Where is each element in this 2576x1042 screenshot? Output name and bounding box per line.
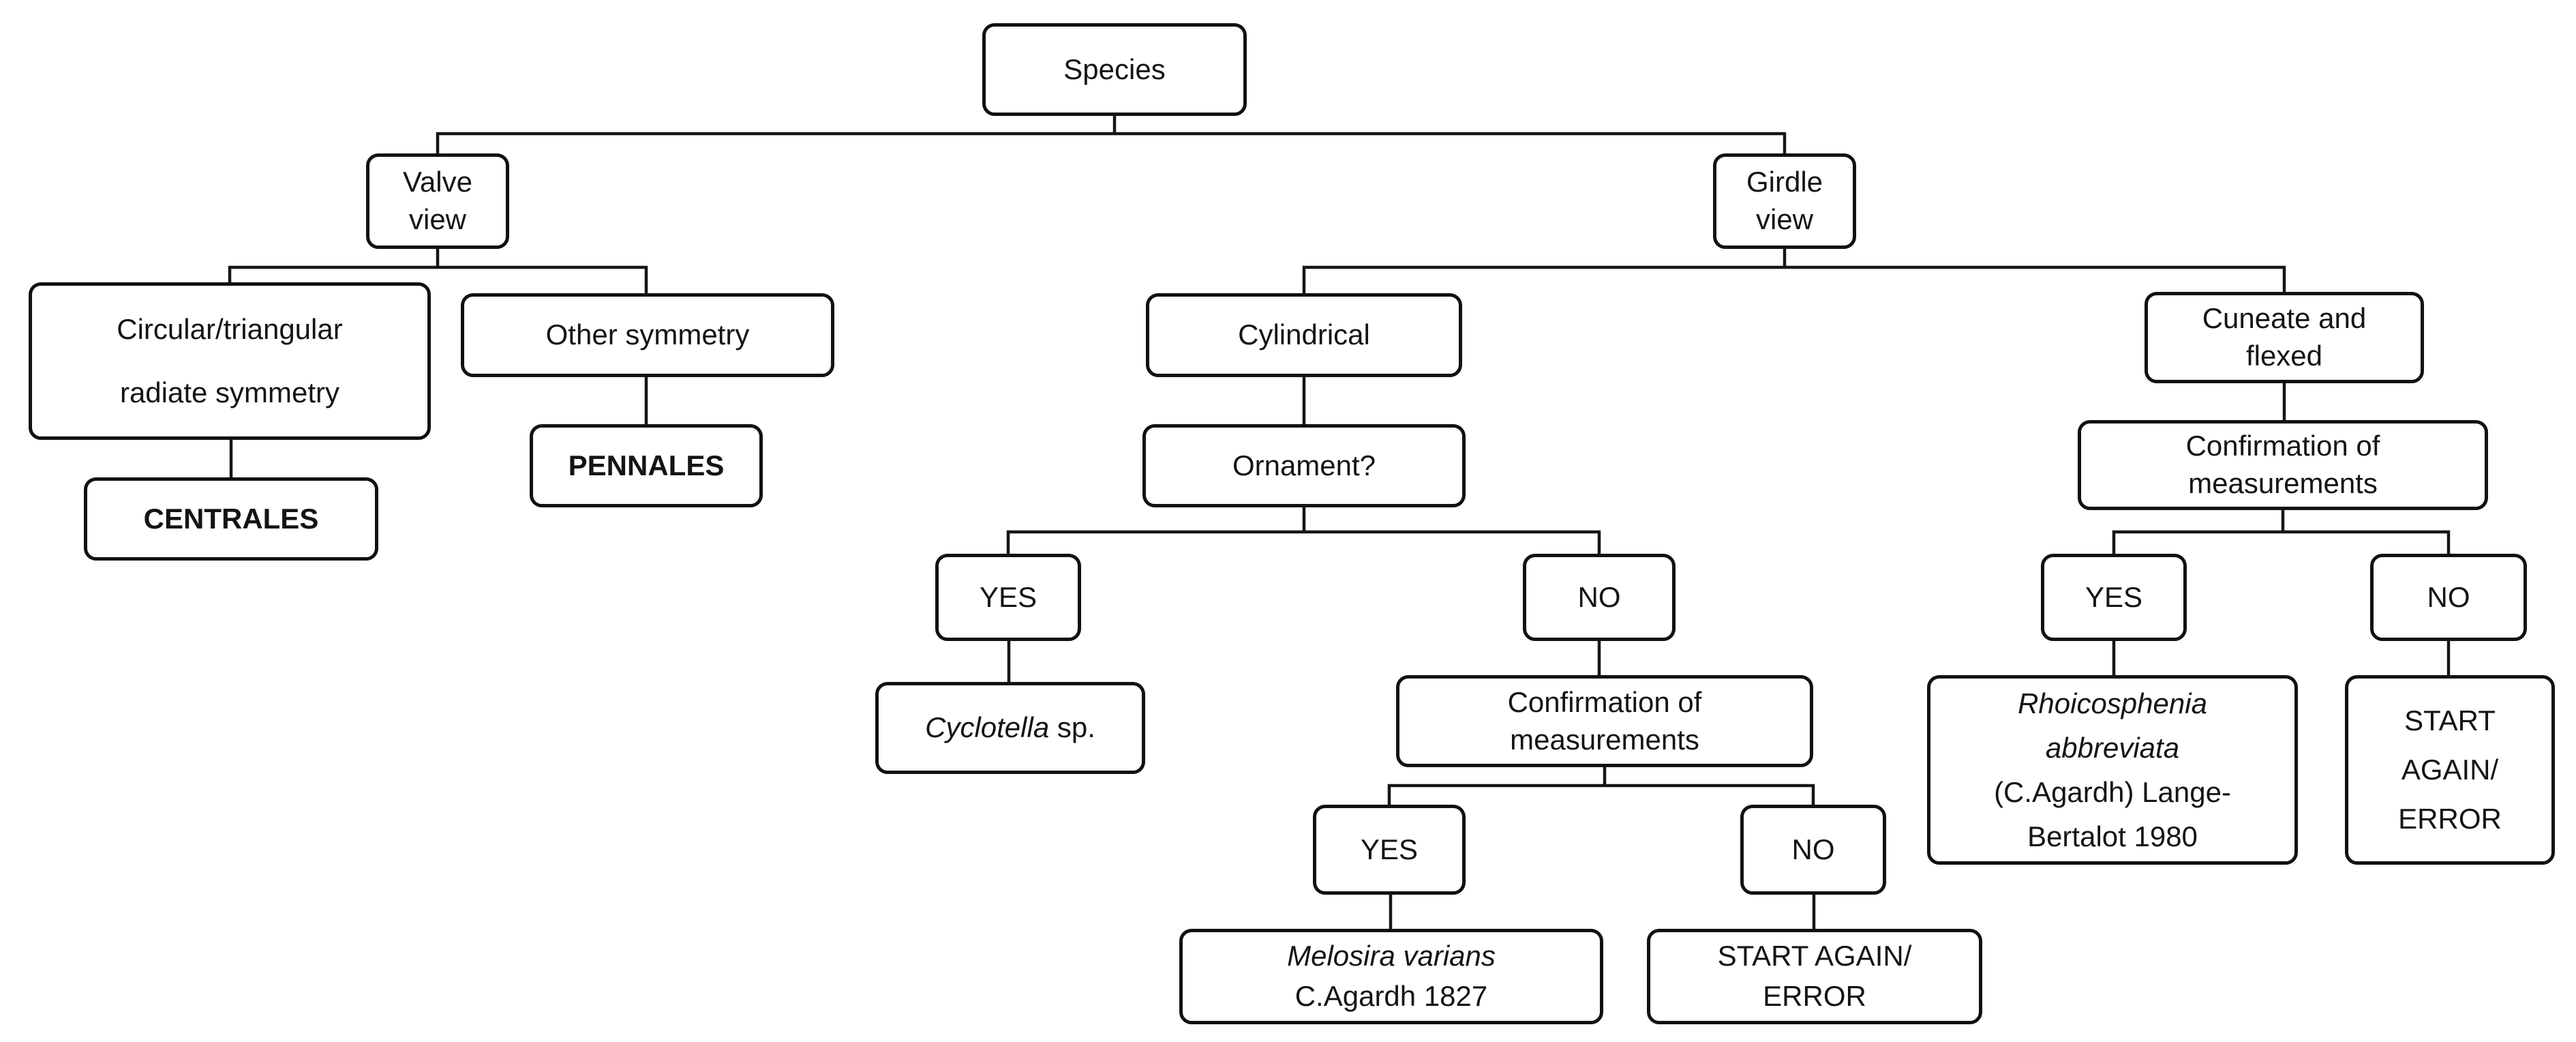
node-conf-right-line2: measurements [2188, 467, 2378, 499]
start-again-right-line1: START [2404, 704, 2496, 736]
node-ornament-label: Ornament? [1232, 449, 1376, 481]
melosira-authority: C.Agardh 1827 [1294, 980, 1488, 1012]
connector-ornament-to-yes-no [1006, 505, 1601, 556]
node-confirmation-of-measurements-mid: Confirmation of measurements [1396, 675, 1813, 767]
node-pennales-label: PENNALES [568, 449, 725, 481]
node-girdle-view-line2: view [1755, 203, 1814, 235]
node-melosira-varians: Melosira varians C.Agardh 1827 [1179, 929, 1603, 1024]
node-other-symmetry-label: Other symmetry [545, 318, 750, 351]
rhoicosphenia-authority-line1: (C.Agardh) Lange- [1994, 776, 2231, 808]
node-species-label: Species [1063, 53, 1166, 85]
node-centrales: CENTRALES [84, 477, 378, 561]
node-no-ornament-label: NO [1577, 580, 1621, 613]
node-yes-measurements-mid: YES [1313, 805, 1466, 895]
node-species: Species [982, 23, 1247, 116]
node-conf-right-line1: Confirmation of [2185, 430, 2380, 462]
node-valve-view-line1: Valve [403, 166, 472, 198]
melosira-binomial: Melosira varians [1287, 940, 1496, 972]
rhoicosphenia-species-epithet: abbreviata [2045, 731, 2180, 764]
node-valve-view-line2: view [408, 203, 467, 235]
node-no-right-label: NO [2427, 580, 2470, 613]
cyclotella-suffix: sp. [1049, 711, 1095, 744]
node-cuneate-line2: flexed [2245, 340, 2323, 372]
cyclotella-genus: Cyclotella [925, 711, 1050, 744]
rhoicosphenia-authority-line2: Bertalot 1980 [2027, 820, 2198, 853]
connector-confirmation-right-to-yes-no [2112, 508, 2451, 556]
connector-species-to-views [436, 114, 1787, 155]
node-other-symmetry: Other symmetry [461, 293, 834, 377]
node-yes-right-label: YES [2085, 580, 2143, 613]
node-no-measurements-right: NO [2370, 554, 2527, 641]
node-cyclotella-sp: Cyclotella sp. [875, 682, 1145, 774]
start-again-right-line3: ERROR [2398, 803, 2502, 835]
rhoicosphenia-genus: Rhoicosphenia [2018, 687, 2207, 719]
node-cylindrical-label: Cylindrical [1238, 318, 1370, 351]
connector-confirmation-mid-to-yes-no [1387, 765, 1815, 807]
node-yes-mid-label: YES [1360, 833, 1419, 865]
connector-girdle-to-children [1302, 247, 2286, 295]
node-yes-measurements-right: YES [2041, 554, 2187, 641]
node-yes-ornament-label: YES [979, 580, 1037, 613]
node-start-again-error-mid: START AGAIN/ ERROR [1647, 929, 1982, 1024]
node-yes-ornament: YES [935, 554, 1081, 641]
node-rhoicosphenia-abbreviata: Rhoicosphenia abbreviata (C.Agardh) Lang… [1927, 675, 2298, 865]
node-girdle-view: Girdle view [1713, 153, 1856, 249]
node-valve-view: Valve view [366, 153, 509, 249]
node-cylindrical: Cylindrical [1146, 293, 1462, 377]
node-ornament-question: Ornament? [1142, 424, 1466, 507]
connector-valve-to-children [228, 247, 648, 295]
node-circular-triangular-radiate-symmetry: Circular/triangular radiate symmetry [29, 282, 431, 440]
node-cuneate-and-flexed: Cuneate and flexed [2145, 292, 2424, 383]
node-cyclotella-text: Cyclotella sp. [925, 709, 1095, 747]
node-conf-mid-line1: Confirmation of [1507, 685, 1702, 718]
start-again-mid-line2: ERROR [1763, 980, 1866, 1012]
node-cuneate-line1: Cuneate and [2202, 302, 2367, 335]
node-start-again-error-right: START AGAIN/ ERROR [2345, 675, 2555, 865]
node-circular-line2: radiate symmetry [119, 376, 340, 408]
start-again-mid-line1: START AGAIN/ [1717, 940, 1912, 972]
node-no-measurements-mid: NO [1740, 805, 1886, 895]
node-no-ornament: NO [1523, 554, 1676, 641]
start-again-right-line2: AGAIN/ [2401, 753, 2499, 786]
node-pennales: PENNALES [530, 424, 763, 507]
node-confirmation-of-measurements-right: Confirmation of measurements [2078, 420, 2488, 510]
node-conf-mid-line2: measurements [1510, 723, 1699, 756]
node-no-mid-label: NO [1791, 833, 1835, 865]
node-circular-line1: Circular/triangular [117, 313, 343, 346]
node-girdle-view-line1: Girdle [1746, 166, 1823, 198]
node-centrales-label: CENTRALES [143, 502, 319, 535]
